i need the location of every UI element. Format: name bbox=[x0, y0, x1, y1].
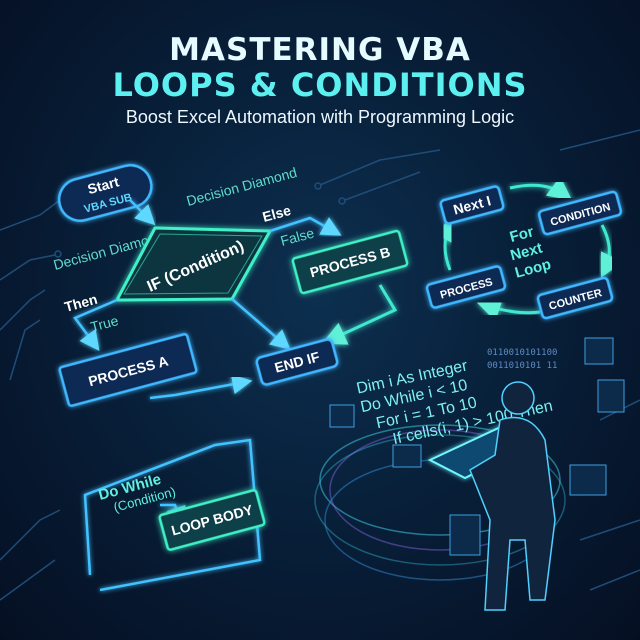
loop-body-node: LOOP BODY bbox=[158, 489, 266, 551]
arrow-b-to-endif bbox=[321, 284, 398, 345]
loop-arrow-4 bbox=[432, 216, 455, 271]
false-label: False bbox=[279, 225, 316, 249]
subtitle: Boost Excel Automation with Programming … bbox=[126, 107, 514, 127]
true-label: True bbox=[89, 312, 121, 335]
loop-arrow-2 bbox=[600, 224, 623, 279]
process-a-node: PROCESS A bbox=[58, 333, 198, 407]
do-while-outer-loop bbox=[83, 438, 262, 592]
process-b-node: PROCESS B bbox=[291, 229, 409, 295]
title-line-2: LOOPS & CONDITIONS bbox=[112, 66, 527, 104]
decision-label-top: Decision Diamond bbox=[185, 164, 299, 209]
binary-text-2: 0011010101 11 bbox=[487, 361, 557, 371]
loop-arrow-3 bbox=[476, 298, 541, 322]
arrow-a-to-endif bbox=[149, 374, 253, 400]
if-decision-diamond: IF (Condition) bbox=[114, 226, 273, 302]
for-next-loop: For Next Loop Next I CONDITION COUNTER P… bbox=[425, 176, 623, 322]
loop-node-next-i: Next I bbox=[439, 185, 505, 225]
do-while-loop: Do While (Condition) LOOP BODY bbox=[83, 438, 266, 592]
arrow-if-to-endif bbox=[231, 298, 291, 350]
arrow-then bbox=[73, 298, 118, 352]
header: MASTERING VBA LOOPS & CONDITIONS Boost E… bbox=[112, 32, 527, 127]
coder-illustration: 0110010101100 0011010101 11 Dim i As Int… bbox=[314, 337, 625, 611]
loop-node-counter: COUNTER bbox=[536, 276, 614, 320]
person-silhouette bbox=[469, 381, 556, 611]
loop-arrow-1 bbox=[509, 176, 573, 201]
binary-text-1: 0110010101100 bbox=[487, 348, 557, 358]
arrow-start-to-if bbox=[129, 199, 156, 226]
end-if-node: END IF bbox=[255, 338, 339, 386]
if-flowchart: Start VBA SUB Decision Diamond Decision … bbox=[52, 163, 409, 407]
loop-node-condition: CONDITION bbox=[537, 190, 623, 236]
arrow-else bbox=[269, 216, 342, 236]
floating-panels bbox=[329, 337, 625, 556]
start-node: Start VBA SUB bbox=[57, 163, 153, 222]
title-line-1: MASTERING VBA bbox=[169, 32, 471, 68]
else-label: Else bbox=[261, 202, 293, 225]
circuit-traces bbox=[0, 129, 640, 601]
loop-node-process: PROCESS bbox=[425, 265, 507, 309]
